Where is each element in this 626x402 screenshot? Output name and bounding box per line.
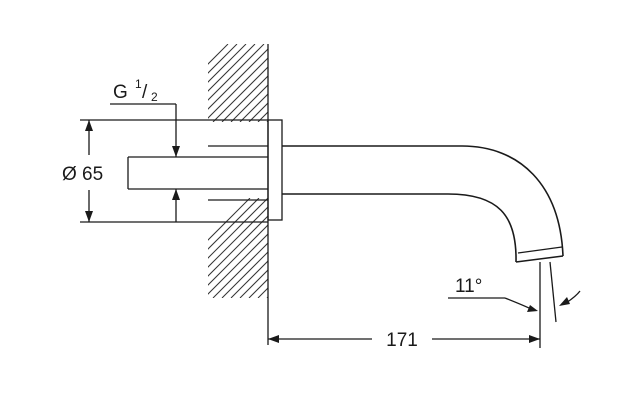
hatch-line — [208, 44, 265, 122]
thread-letter: G — [113, 82, 128, 103]
angle-value: 11° — [455, 276, 482, 297]
hatch-line — [208, 44, 268, 122]
connector-pipe — [127, 145, 268, 201]
hatch-line — [208, 44, 229, 122]
hatch-line — [208, 198, 268, 298]
wall-hatching-bottom — [208, 198, 439, 298]
hatch-line — [285, 44, 363, 122]
hatch-line — [339, 44, 417, 122]
thread-slash: / — [142, 82, 148, 103]
hatch-line — [230, 44, 268, 122]
hatch-line — [248, 198, 268, 298]
hatch-line — [276, 198, 376, 298]
hatch-line — [230, 198, 268, 298]
length-dimension: 171 — [268, 262, 541, 351]
hatch-line — [208, 198, 268, 298]
hatch-line — [212, 44, 268, 122]
hatch-line — [239, 198, 268, 298]
spout-body — [282, 145, 564, 263]
hatch-line — [239, 44, 268, 122]
hatch-line — [330, 44, 408, 122]
hatch-line — [294, 44, 372, 122]
thread-numerator: 1 — [135, 77, 142, 91]
diameter-value: 65 — [82, 164, 103, 185]
hatch-line — [208, 44, 256, 122]
hatch-line — [294, 198, 394, 298]
thread-dimension: G 1 / 2 — [110, 77, 180, 222]
hatch-line — [257, 198, 268, 298]
hatch-line — [208, 198, 251, 298]
wall-hatching-top — [208, 44, 417, 122]
hatch-line — [257, 44, 268, 122]
hatch-line — [339, 198, 439, 298]
diameter-symbol: Ø — [62, 164, 77, 185]
hatch-line — [303, 44, 381, 122]
wall-flange — [175, 119, 283, 223]
hatch-line — [321, 44, 399, 122]
hatch-line — [208, 44, 268, 122]
hatch-line — [208, 44, 247, 122]
hatch-line — [208, 44, 238, 122]
hatch-line — [208, 198, 268, 298]
hatch-line — [208, 198, 260, 298]
diameter-dimension: Ø 65 — [62, 119, 175, 223]
hatch-line — [221, 44, 268, 122]
hatch-line — [276, 44, 354, 122]
hatch-line — [208, 198, 268, 298]
hatch-line — [248, 44, 268, 122]
hatch-line — [312, 44, 390, 122]
hatch-line — [212, 198, 268, 298]
hatch-line — [266, 44, 268, 122]
hatch-line — [321, 198, 421, 298]
hatch-line — [312, 198, 412, 298]
angle-dimension: 11° — [448, 261, 581, 323]
hatch-line — [330, 198, 430, 298]
hatch-line — [303, 198, 403, 298]
thread-denominator: 2 — [151, 90, 158, 104]
hatch-line — [285, 198, 385, 298]
hatch-line — [208, 198, 268, 298]
hatch-line — [221, 198, 268, 298]
length-value: 171 — [386, 330, 418, 351]
